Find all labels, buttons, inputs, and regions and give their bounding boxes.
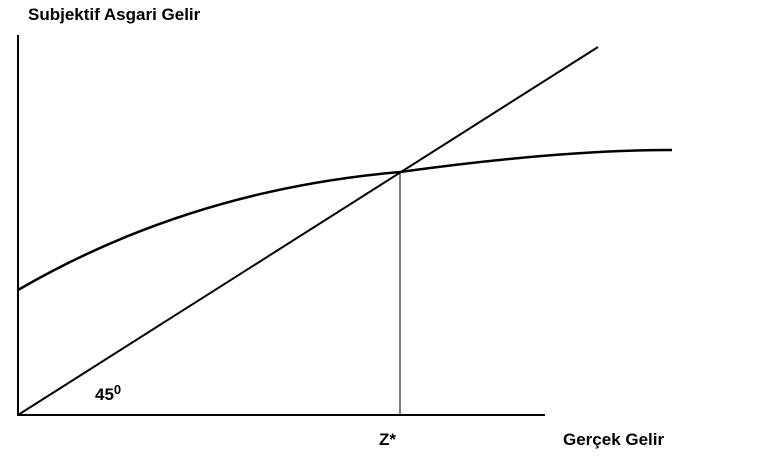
y-axis-label: Subjektif Asgari Gelir [28, 5, 201, 24]
angle-value: 45 [95, 385, 114, 404]
angle-degree-mark: 0 [114, 382, 121, 397]
angle-label: 450 [95, 382, 121, 404]
z-star-label: Z* [379, 430, 396, 449]
forty-five-degree-line [17, 46, 599, 416]
subjective-income-curve [17, 148, 673, 292]
x-axis-label: Gerçek Gelir [563, 430, 665, 449]
